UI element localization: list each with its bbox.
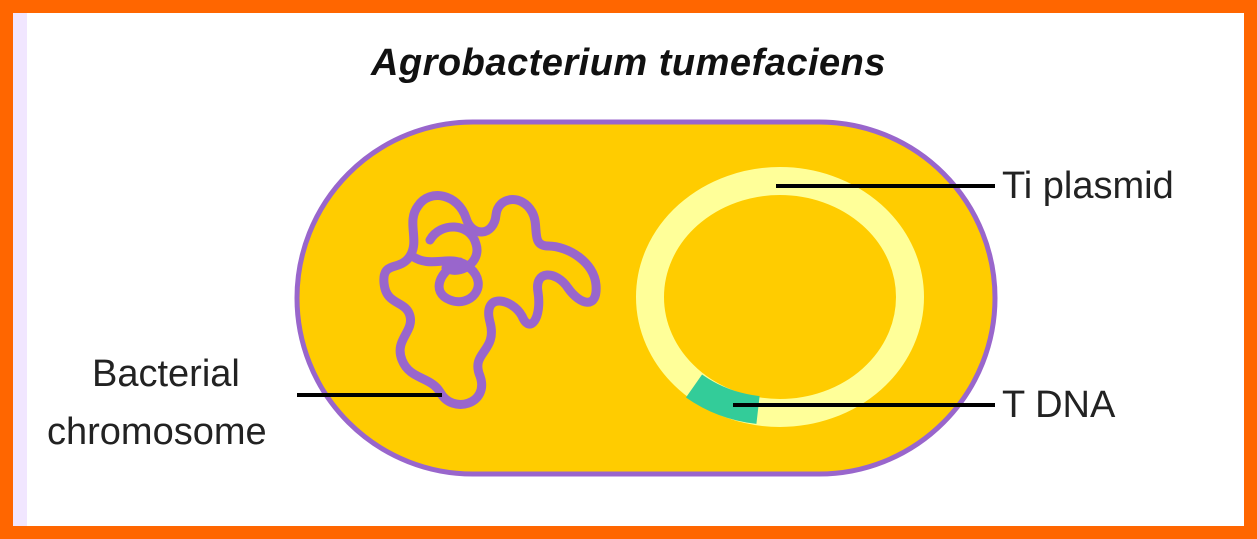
bacterial-chromosome-label-line1: Bacterial (92, 352, 240, 396)
bacterial-chromosome-label-line2: chromosome (47, 410, 267, 454)
t-dna-label: T DNA (1002, 383, 1115, 427)
ti-plasmid-label: Ti plasmid (1002, 164, 1174, 208)
